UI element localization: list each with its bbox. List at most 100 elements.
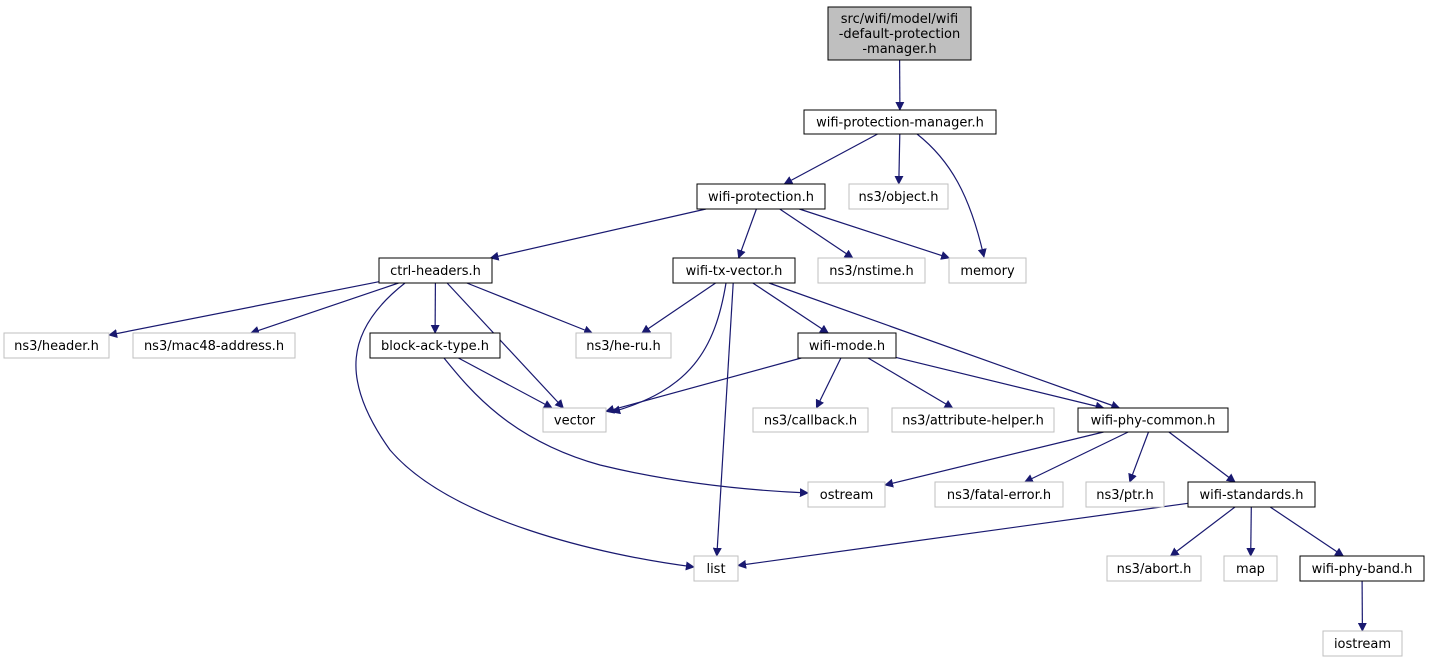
node-label: memory [960, 264, 1015, 279]
node-label: wifi-phy-common.h [1091, 414, 1216, 429]
node-box [752, 407, 869, 433]
edge-ctrl-headers-to-ns3-mac48-address [250, 282, 399, 335]
edge-wifi-mode-to-wifi-phy-common [895, 356, 1105, 411]
node-root: src/wifi/model/wifi-default-protection-m… [827, 6, 972, 61]
node-box [891, 407, 1055, 433]
edge-wifi-standards-to-ns3-abort [1169, 506, 1236, 557]
node-ns3-abort: ns3/abort.h [1106, 555, 1202, 582]
node-wifi-tx-vector[interactable]: wifi-tx-vector.h [672, 257, 796, 284]
node-box [575, 332, 672, 359]
node-label: ns3/header.h [14, 339, 99, 354]
node-box [948, 257, 1027, 284]
node-box [848, 183, 949, 210]
edge-block-ack-type-to-vector [458, 357, 553, 409]
node-label: wifi-protection.h [708, 190, 814, 205]
edge-layer [108, 59, 1367, 632]
node-label: ns3/callback.h [764, 414, 857, 429]
node-box [693, 555, 739, 582]
edge-ctrl-headers-to-ns3-he-ru [466, 282, 594, 335]
edge-ctrl-headers-to-list [355, 282, 695, 571]
node-label: ns3/nstime.h [829, 264, 913, 279]
edge-wifi-phy-common-to-wifi-standards [1168, 431, 1236, 483]
edge-wifi-standards-to-wifi-phy-band [1269, 506, 1345, 557]
edge-wifi-phy-common-to-ostream [884, 431, 1104, 488]
node-ns3-fatal-error: ns3/fatal-error.h [934, 481, 1064, 508]
node-label: list [706, 562, 725, 577]
node-box [672, 257, 796, 284]
node-ns3-attribute-helper: ns3/attribute-helper.h [891, 407, 1055, 433]
node-label: ns3/abort.h [1117, 562, 1192, 577]
node-label: ns3/mac48-address.h [144, 339, 284, 354]
node-wifi-phy-band[interactable]: wifi-phy-band.h [1299, 555, 1425, 582]
node-label: ns3/ptr.h [1096, 488, 1154, 503]
node-box [1106, 555, 1202, 582]
node-label: ctrl-headers.h [390, 264, 481, 279]
edge-wifi-protection-to-wifi-tx-vector [737, 208, 757, 259]
node-box [1085, 481, 1165, 508]
edge-wifi-protection-manager-to-memory [916, 133, 987, 258]
node-label: -default-protection [839, 27, 961, 42]
edge-wifi-standards-to-map [1246, 506, 1256, 557]
node-ns3-nstime: ns3/nstime.h [817, 257, 926, 284]
node-label: vector [554, 414, 596, 429]
edge-ctrl-headers-to-ns3-header [108, 281, 380, 338]
edge-wifi-tx-vector-to-wifi-phy-common [768, 282, 1121, 410]
node-ostream: ostream [807, 481, 886, 508]
node-box [797, 332, 897, 359]
node-box [378, 257, 493, 284]
edge-wifi-tx-vector-to-ns3-he-ru [641, 282, 716, 334]
node-box [3, 332, 110, 359]
edge-wifi-tx-vector-to-wifi-mode [752, 282, 829, 334]
node-box [807, 481, 886, 508]
node-memory: memory [948, 257, 1027, 284]
node-label: wifi-tx-vector.h [686, 264, 783, 279]
node-label: -manager.h [862, 42, 936, 57]
node-label: ns3/object.h [858, 190, 938, 205]
node-vector: vector [542, 407, 607, 433]
edge-wifi-protection-manager-to-ns3-object [894, 133, 904, 185]
edge-wifi-phy-common-to-ns3-fatal-error [1023, 431, 1129, 483]
node-box [803, 109, 997, 135]
edge-wifi-protection-to-ctrl-headers [489, 208, 707, 261]
node-label: ns3/attribute-helper.h [902, 414, 1044, 429]
node-box [817, 257, 926, 284]
node-label: map [1236, 562, 1265, 577]
node-ns3-mac48-address: ns3/mac48-address.h [132, 332, 296, 359]
edge-wifi-tx-vector-to-list [712, 282, 734, 557]
node-wifi-mode[interactable]: wifi-mode.h [797, 332, 897, 359]
edge-wifi-mode-to-vector [605, 357, 802, 414]
node-box [1223, 555, 1278, 582]
node-box [827, 6, 972, 61]
node-block-ack-type[interactable]: block-ack-type.h [369, 332, 501, 359]
node-box [1077, 407, 1229, 433]
node-ns3-he-ru: ns3/he-ru.h [575, 332, 672, 359]
node-wifi-standards[interactable]: wifi-standards.h [1187, 481, 1316, 508]
node-label: src/wifi/model/wifi [841, 12, 958, 27]
edge-wifi-phy-common-to-ns3-ptr [1128, 431, 1150, 483]
node-iostream: iostream [1322, 630, 1403, 657]
node-wifi-phy-common[interactable]: wifi-phy-common.h [1077, 407, 1229, 433]
node-label: wifi-phy-band.h [1312, 562, 1413, 577]
node-label: ostream [820, 488, 874, 503]
node-wifi-protection-manager[interactable]: wifi-protection-manager.h [803, 109, 997, 135]
edge-ctrl-headers-to-vector [446, 282, 564, 409]
edge-wifi-standards-to-list [737, 502, 1189, 569]
node-layer: src/wifi/model/wifi-default-protection-m… [3, 6, 1425, 657]
node-map: map [1223, 555, 1278, 582]
edge-wifi-protection-to-memory [799, 208, 951, 260]
edge-wifi-protection-manager-to-wifi-protection [783, 133, 878, 185]
edge-wifi-mode-to-ns3-callback [815, 357, 842, 409]
node-box [369, 332, 501, 359]
node-list: list [693, 555, 739, 582]
node-ns3-header: ns3/header.h [3, 332, 110, 359]
node-box [1322, 630, 1403, 657]
node-box [1299, 555, 1425, 582]
node-box [1187, 481, 1316, 508]
node-box [132, 332, 296, 359]
edge-wifi-mode-to-ns3-attribute-helper [867, 357, 954, 409]
node-box [542, 407, 607, 433]
node-ctrl-headers[interactable]: ctrl-headers.h [378, 257, 493, 284]
node-label: wifi-mode.h [809, 339, 885, 354]
node-wifi-protection[interactable]: wifi-protection.h [696, 183, 826, 210]
